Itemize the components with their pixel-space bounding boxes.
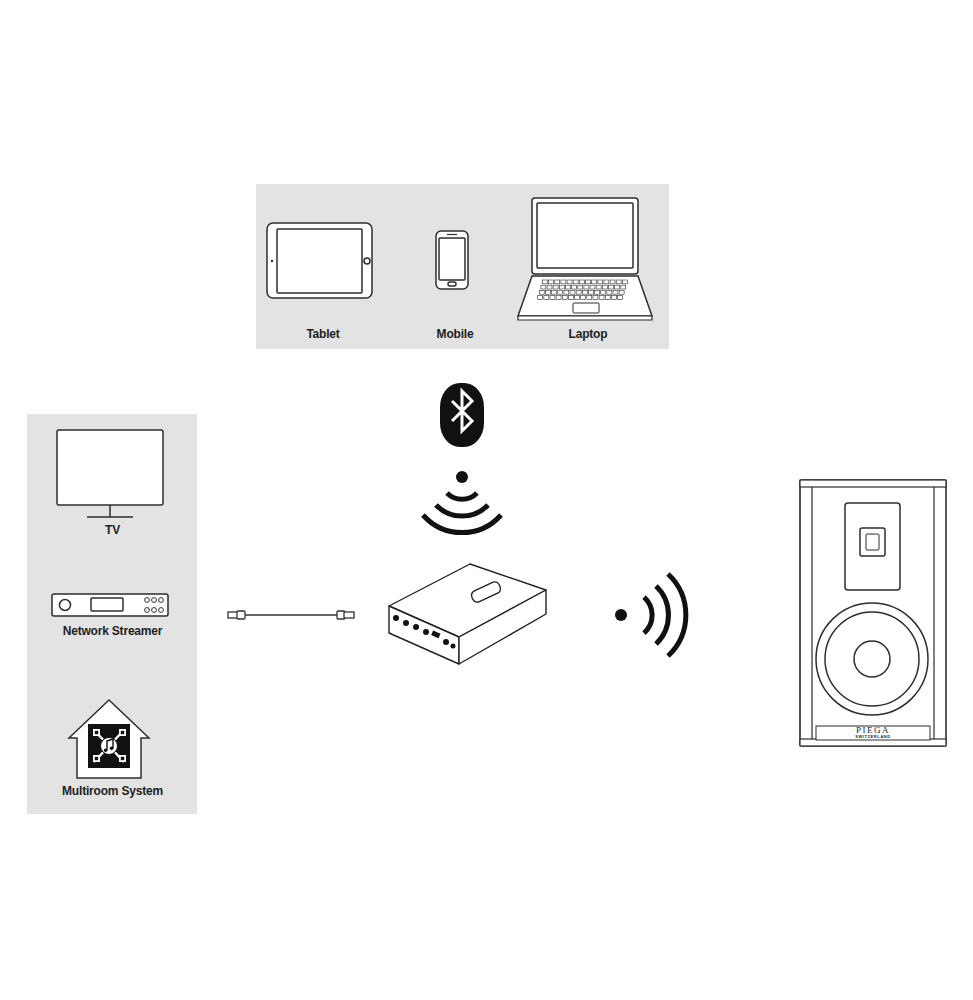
tv-item: TV [37,424,188,539]
streamer-item: Network Streamer [34,588,191,642]
brand-name: PIEGA [816,726,930,735]
wireless-waves-right [615,574,686,656]
audio-cable [228,611,354,619]
device-label: Network Streamer [34,623,191,639]
tablet-item: Tablet [263,218,383,346]
device-label: Multiroom System [34,783,191,799]
source-panel: TV Network StreamerMultiroom System [27,414,197,814]
multiroom-item: Multiroom System [34,692,191,802]
wireless-transmitter-device [389,564,546,664]
device-panel: Tablet Mobile Laptop [256,184,669,349]
mobile-icon [412,218,492,346]
mobile-item: Mobile [412,218,498,346]
tablet-icon [263,218,377,346]
bluetooth-symbol [440,383,484,447]
speaker-node: PIEGASWITZERLAND [800,480,946,746]
laptop-item: Laptop [510,192,666,346]
tv-icon [37,424,182,539]
device-label: TV [37,522,188,538]
device-label: Laptop [510,326,666,342]
speaker-icon [800,480,946,746]
device-label: Mobile [412,326,498,342]
laptop-icon [510,192,660,346]
device-label: Tablet [263,326,383,342]
brand-origin: SWITZERLAND [816,735,930,739]
wireless-waves-down [423,471,501,533]
